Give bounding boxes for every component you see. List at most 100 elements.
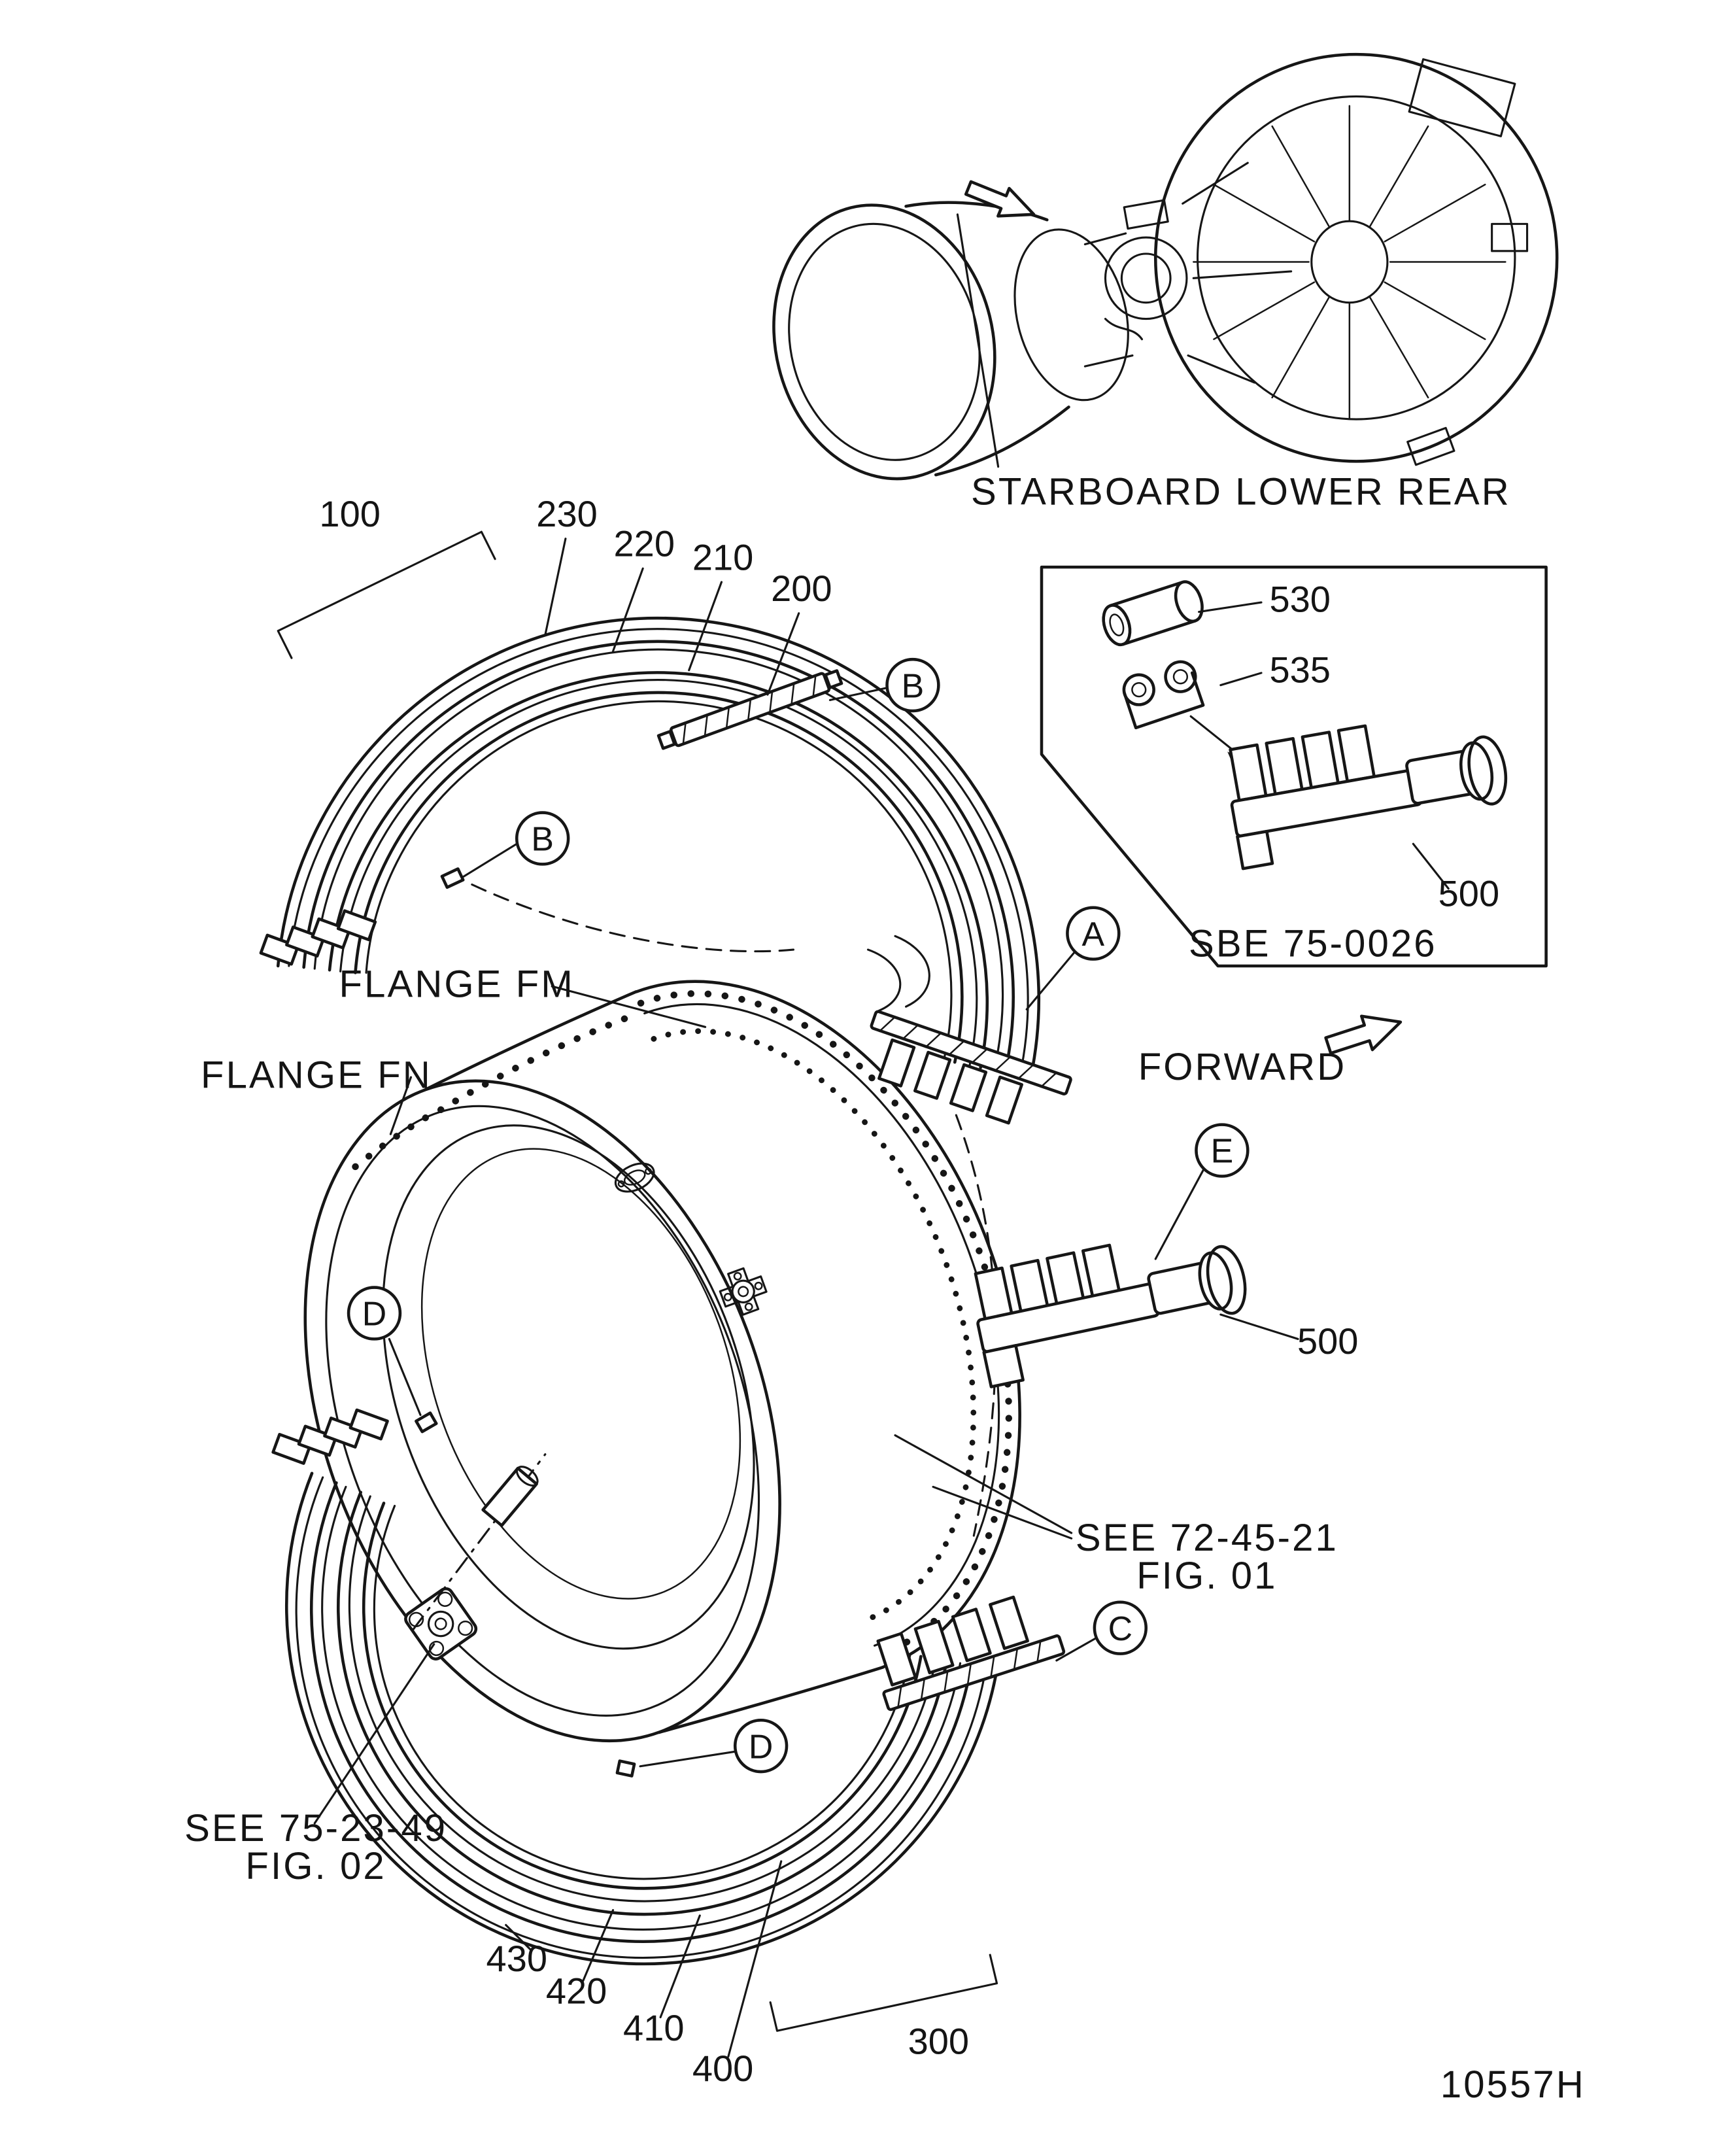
leader-line — [551, 985, 707, 1028]
leader-line — [389, 1076, 413, 1135]
leader-lines — [277, 530, 1450, 2058]
boss-bolt — [754, 1281, 763, 1290]
rail-body — [870, 1010, 1072, 1095]
leader-line — [582, 1909, 615, 1982]
flange-fn-bolt-row — [352, 1106, 443, 1171]
flange-fm-label: FLANGE FM — [339, 963, 575, 1006]
callout-530: 530 — [1269, 579, 1330, 620]
tube-arc — [365, 700, 953, 1061]
hatch-ticks — [878, 1016, 1057, 1088]
view-letter-d2: D — [749, 1727, 773, 1765]
thumbnail-arrow-icon — [964, 180, 1036, 218]
case-bore-ellipse-2 — [420, 1148, 741, 1600]
tube-arc — [373, 1504, 911, 1880]
clamp-rail-C — [876, 1595, 1066, 1712]
rail-end-tab — [656, 730, 676, 750]
fitting-lower-block — [1236, 829, 1274, 870]
forward-direction: FORWARD — [1138, 1014, 1403, 1088]
clip-tab — [615, 1759, 636, 1778]
tube-arc — [339, 679, 978, 1066]
leader-line — [1412, 842, 1450, 890]
tube-arc — [288, 628, 1029, 1077]
port-bolt — [645, 1167, 652, 1175]
callout-500: 500 — [1297, 1320, 1358, 1362]
grommet-end — [1102, 604, 1132, 647]
stub-cap — [515, 1466, 539, 1487]
leader-line — [1219, 672, 1263, 687]
grommet-end — [1174, 580, 1204, 623]
exhaust-duct — [772, 203, 996, 481]
view-letter-d1: D — [362, 1295, 386, 1333]
end-fitting-block — [951, 1608, 992, 1662]
drawing-number: 10557H — [1440, 2063, 1586, 2106]
view-letter-b2: B — [531, 820, 554, 858]
clamp-ear-hole — [1172, 669, 1189, 685]
flange-fn-label: FLANGE FN — [201, 1054, 432, 1097]
callout-535: 535 — [1269, 649, 1330, 690]
duct-band-line — [956, 213, 1000, 468]
orientation-label: STARBOARD LOWER REAR — [971, 471, 1511, 513]
text-labels: FLANGE FM FLANGE FN SEE 72-45-21 FIG. 01… — [184, 963, 1586, 2106]
view-letter-b1: B — [902, 666, 925, 704]
leader-line — [828, 687, 889, 701]
fitting-block — [1265, 737, 1304, 796]
leader-line — [659, 1914, 701, 2019]
end-fitting-block — [297, 1424, 338, 1457]
end-fitting-block — [259, 933, 299, 966]
bracket-300 — [769, 1953, 998, 2032]
end-fitting-block — [285, 925, 326, 958]
leader-line — [1025, 950, 1077, 1010]
fan-case-rim-inner — [1196, 95, 1516, 421]
tube-arc — [310, 1481, 973, 1943]
cross-boss — [719, 1267, 768, 1316]
rear-flange-edge-inner — [643, 1003, 1000, 1647]
bracket-100 — [277, 530, 496, 659]
view-letter-a: A — [1082, 915, 1105, 953]
view-callout-circle-c — [1093, 1600, 1148, 1655]
leader-line — [639, 1750, 738, 1768]
leader-line — [313, 1643, 435, 1825]
view-callout-circle-a — [1066, 906, 1121, 961]
leader-line — [1154, 1167, 1206, 1260]
tube-bend-detail — [866, 935, 930, 1012]
leader-line — [505, 1923, 532, 1951]
boss-bolt — [733, 1271, 742, 1281]
tube-arc — [328, 671, 989, 1069]
leader-line — [727, 1860, 783, 2058]
forward-label: FORWARD — [1138, 1046, 1347, 1088]
duct-rear-rim — [1013, 228, 1129, 402]
fitting-block — [1336, 724, 1376, 783]
end-fitting-block — [949, 1063, 988, 1112]
fan-case-bottom-tab — [1406, 426, 1455, 466]
front-rim-inner — [325, 1105, 760, 1717]
end-fitting-block — [336, 909, 377, 942]
case-top-silhouette — [424, 990, 638, 1092]
arrow-outline — [1324, 1014, 1403, 1055]
upper-manifold-assembly — [259, 616, 1072, 1125]
clamp-rail-A — [870, 1010, 1072, 1125]
end-fitting-block — [985, 1075, 1024, 1125]
view-letter-e: E — [1211, 1132, 1234, 1170]
tube-arc — [276, 616, 1040, 1079]
see-reference-2: SEE 75-23-49 — [184, 1807, 447, 1850]
callout-220: 220 — [614, 523, 675, 564]
hatch-ticks — [897, 1640, 1042, 1708]
hidden-line — [471, 883, 794, 953]
end-fitting-block — [311, 917, 351, 950]
callout-400: 400 — [692, 2048, 753, 2089]
clamp-535 — [1122, 660, 1205, 730]
callout-300: 300 — [908, 2020, 969, 2061]
clip-tab — [440, 867, 465, 889]
callout-210: 210 — [692, 536, 753, 577]
fig-reference-2: FIG. 02 — [245, 1845, 386, 1887]
forward-arrow-icon — [1324, 1014, 1403, 1055]
inset-manifold-500 — [1229, 724, 1508, 870]
leader-line — [1055, 1636, 1098, 1662]
clamp-ear-hole — [1131, 682, 1147, 698]
case-bore-ellipse — [382, 1124, 755, 1650]
duct-bottom-edge — [934, 405, 1070, 477]
leader-line — [688, 581, 723, 672]
fitting-block — [1301, 731, 1340, 789]
end-fitting-block — [913, 1050, 952, 1100]
